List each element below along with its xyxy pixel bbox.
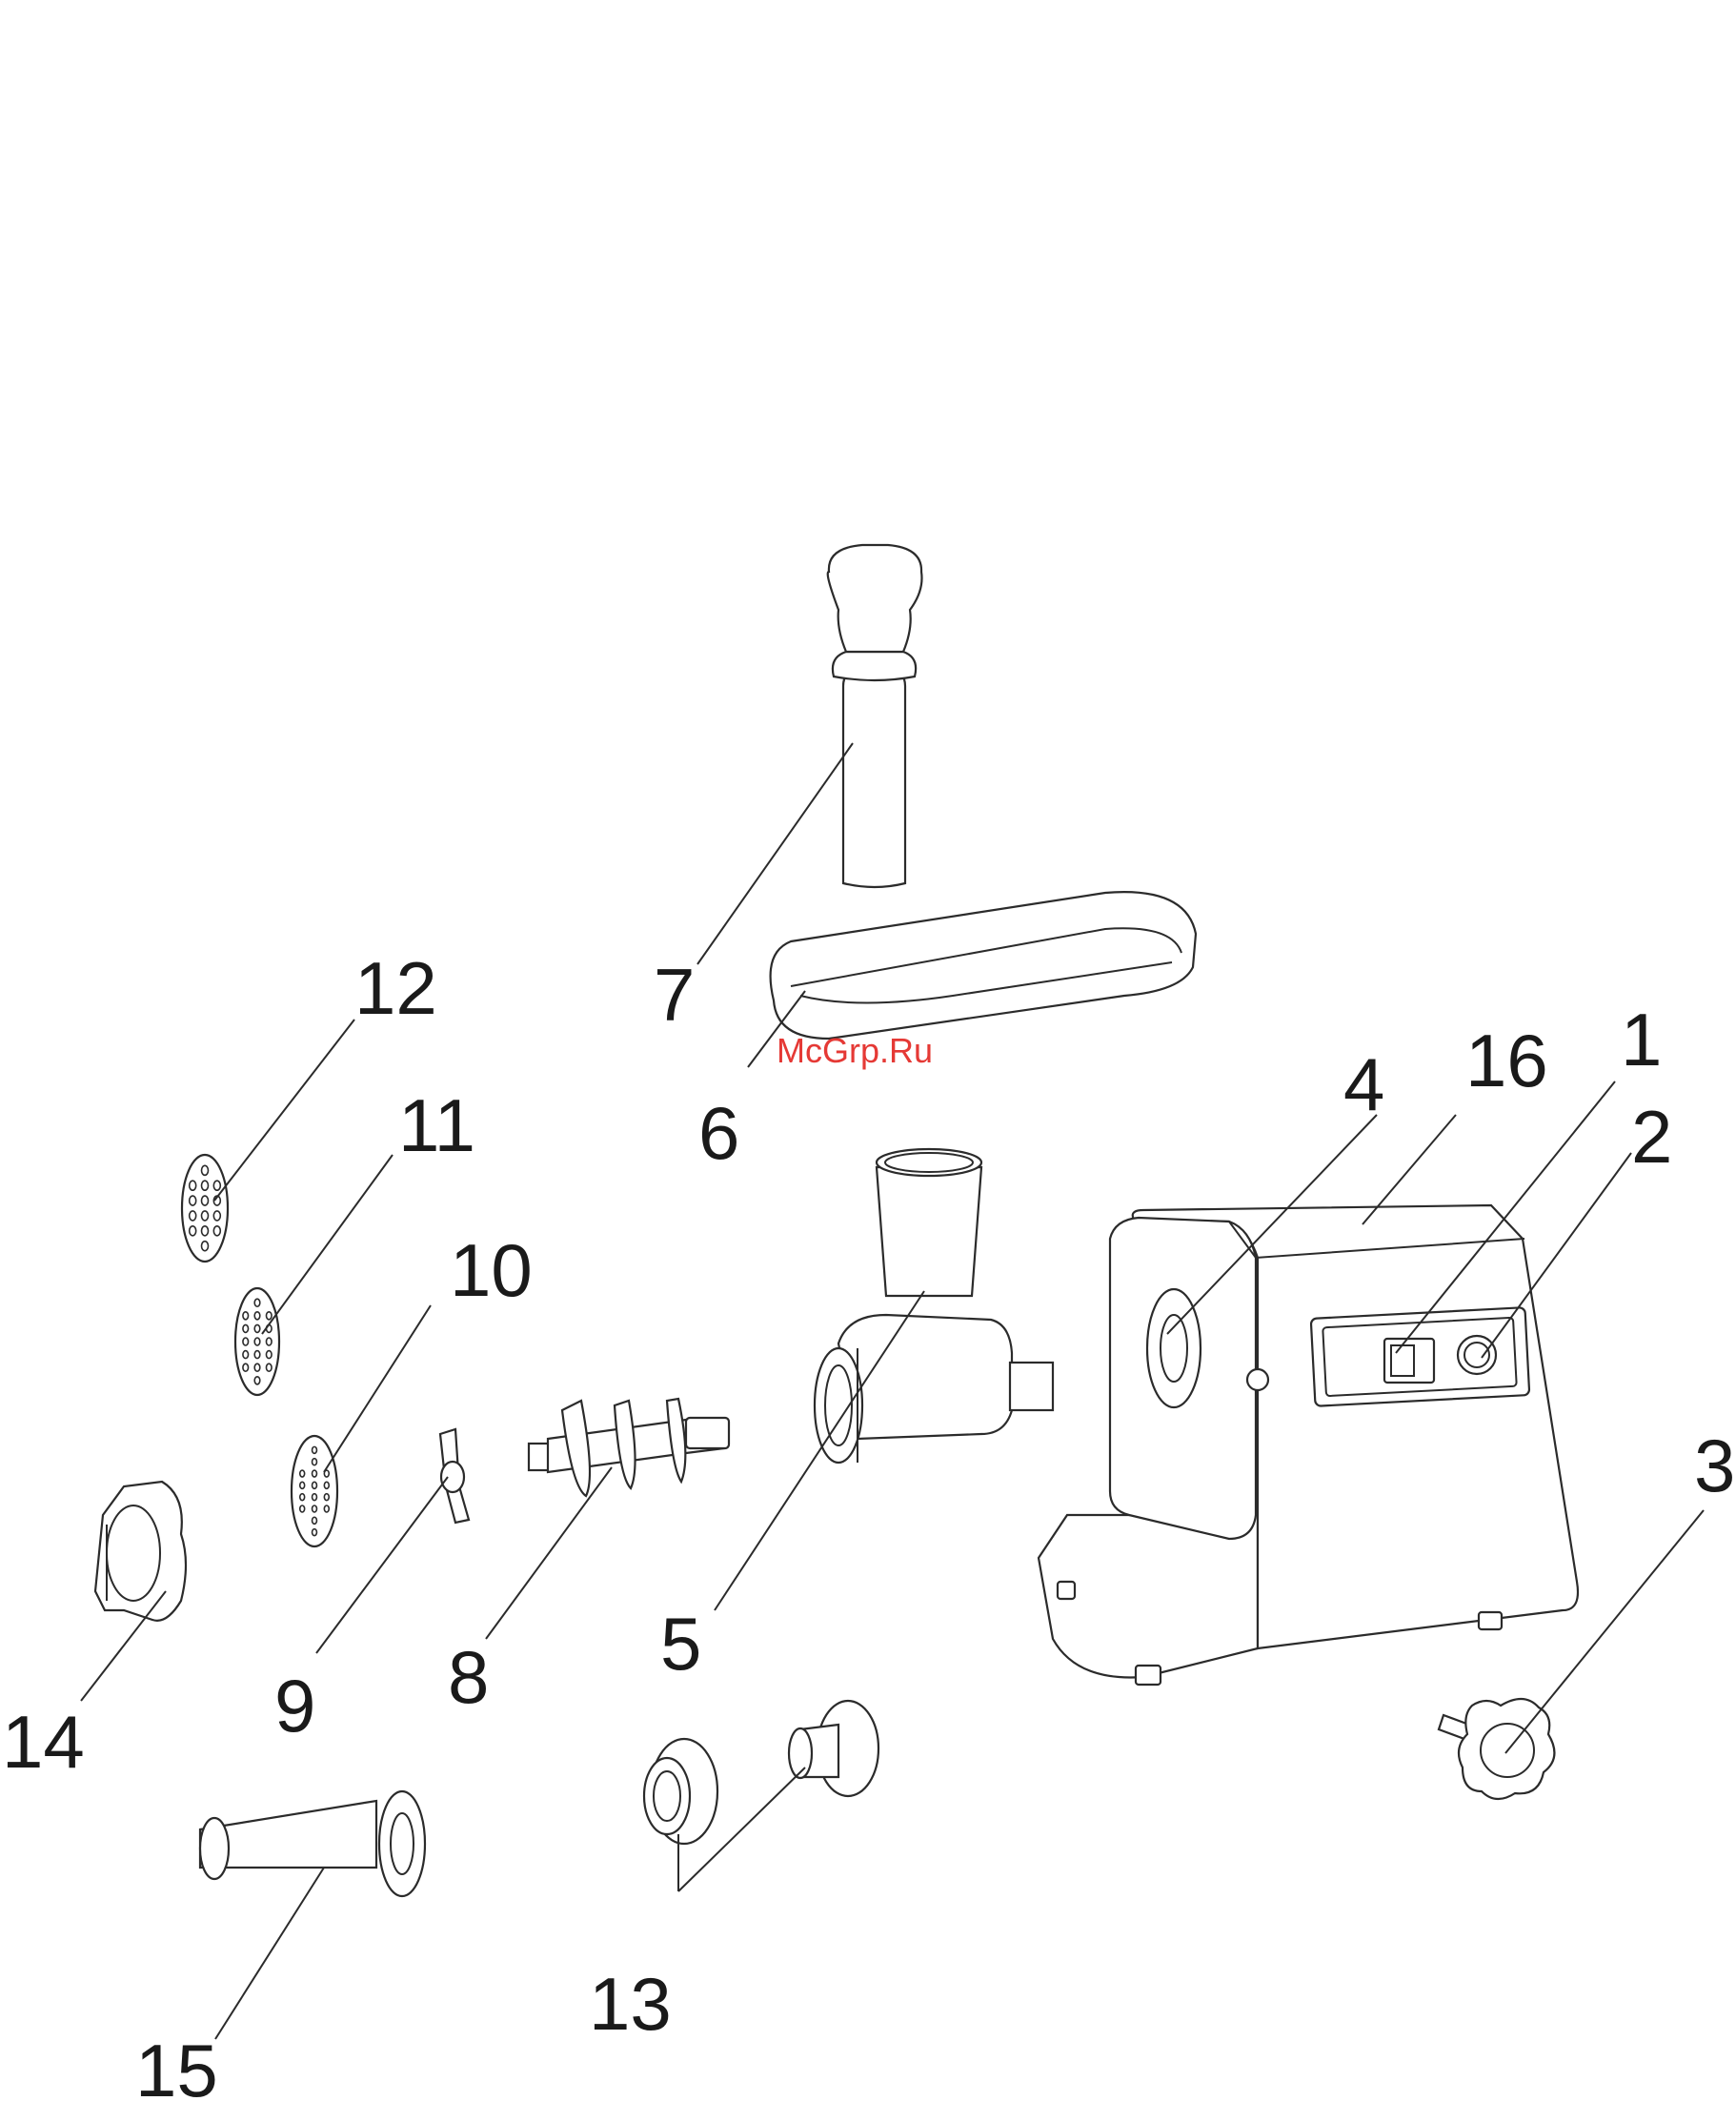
disc-hole: [254, 1364, 260, 1371]
disc-hole: [266, 1338, 272, 1345]
label-16: 16: [1465, 1019, 1548, 1102]
disc-hole: [313, 1505, 317, 1512]
label-15: 15: [135, 2029, 218, 2101]
disc-hole: [243, 1351, 249, 1359]
disc-hole: [313, 1494, 317, 1501]
disc-hole: [254, 1377, 260, 1384]
grinder-head-drawing: [815, 1149, 1053, 1463]
disc-hole: [202, 1165, 209, 1175]
label-2: 2: [1631, 1095, 1672, 1179]
label-9: 9: [274, 1664, 315, 1747]
disc-hole: [266, 1312, 272, 1320]
label-13: 13: [589, 1962, 672, 2046]
disc-hole: [300, 1482, 305, 1488]
disc-hole: [300, 1470, 305, 1477]
disc-hole: [300, 1494, 305, 1501]
disc-hole: [266, 1351, 272, 1359]
food-tray-drawing: [771, 892, 1196, 1039]
disc-hole: [324, 1494, 329, 1501]
disc-hole: [313, 1482, 317, 1488]
disc-hole: [202, 1196, 209, 1205]
label-11: 11: [398, 1083, 475, 1167]
disc-fine-drawing: [292, 1436, 337, 1546]
disc-coarse-drawing: [182, 1155, 228, 1262]
label-6: 6: [698, 1091, 739, 1175]
disc-medium-drawing: [235, 1288, 279, 1395]
label-1: 1: [1621, 998, 1662, 1081]
disc-hole: [313, 1470, 317, 1477]
label-12: 12: [354, 946, 437, 1030]
disc-hole: [254, 1299, 260, 1306]
disc-hole: [190, 1196, 196, 1205]
disc-hole: [313, 1459, 317, 1465]
label-4: 4: [1343, 1042, 1384, 1126]
disc-hole: [243, 1312, 249, 1320]
feed-screw-drawing: [529, 1399, 729, 1496]
disc-hole: [254, 1351, 260, 1359]
label-10: 10: [450, 1228, 533, 1312]
disc-hole: [202, 1211, 209, 1221]
label-8: 8: [448, 1635, 489, 1719]
disc-hole: [243, 1364, 249, 1371]
disc-hole: [213, 1211, 220, 1221]
disc-hole: [300, 1505, 305, 1512]
food-pusher-drawing: [828, 545, 922, 887]
disc-hole: [202, 1181, 209, 1190]
label-5: 5: [660, 1602, 701, 1686]
kebbe-attachment-drawing: [644, 1701, 878, 1844]
disc-hole: [254, 1338, 260, 1345]
disc-hole: [324, 1482, 329, 1488]
disc-hole: [313, 1517, 317, 1524]
watermark: McGrp.Ru: [777, 1031, 933, 1070]
ring-nut-drawing: [95, 1482, 186, 1621]
disc-hole: [254, 1312, 260, 1320]
disc-hole: [254, 1324, 260, 1332]
disc-hole: [190, 1181, 196, 1190]
motor-housing-drawing: [1039, 1205, 1578, 1685]
disc-hole: [190, 1226, 196, 1236]
sausage-tube-drawing: [200, 1791, 425, 1896]
disc-hole: [243, 1338, 249, 1345]
disc-hole: [266, 1364, 272, 1371]
label-7: 7: [654, 953, 695, 1037]
cutting-blade-drawing: [440, 1429, 469, 1523]
disc-hole: [190, 1211, 196, 1221]
disc-hole: [313, 1446, 317, 1453]
disc-hole: [202, 1226, 209, 1236]
disc-hole: [213, 1226, 220, 1236]
disc-hole: [313, 1529, 317, 1536]
label-14: 14: [2, 1700, 85, 1784]
disc-hole: [324, 1505, 329, 1512]
disc-hole: [213, 1181, 220, 1190]
disc-hole: [202, 1242, 209, 1251]
label-3: 3: [1694, 1424, 1735, 1507]
disc-hole: [243, 1324, 249, 1332]
